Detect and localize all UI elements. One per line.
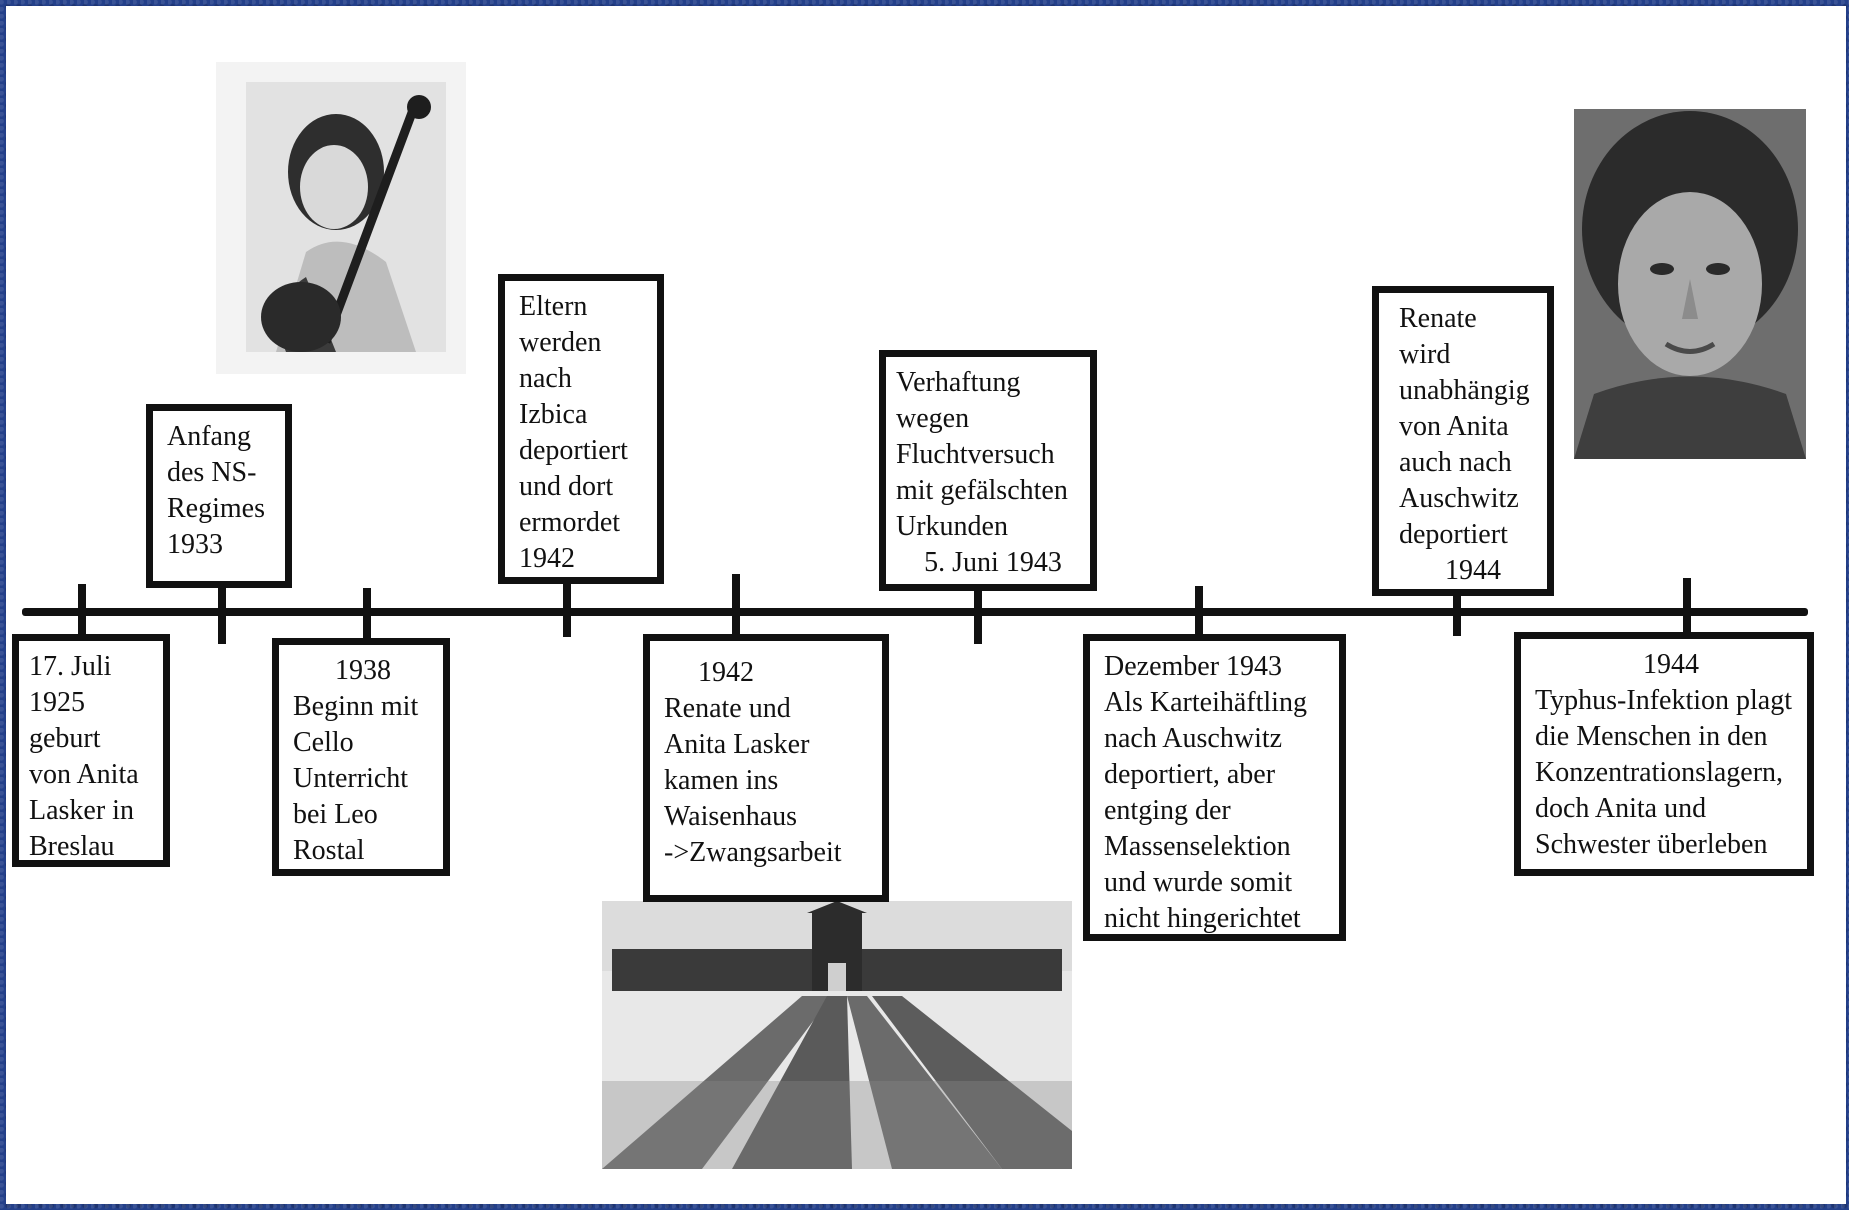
event-box-dezember: Dezember 1943 Als Karteihäftling nach Au… bbox=[1083, 634, 1346, 941]
event-text: Eltern werden nach Izbica deportiert und… bbox=[519, 291, 628, 574]
event-box-typhus: 1944 Typhus-Infektion plagt die Menschen… bbox=[1514, 632, 1814, 876]
timeline-axis bbox=[22, 608, 1808, 616]
event-box-cello: 1938 Beginn mit Cello Unterricht bei Leo… bbox=[272, 638, 450, 876]
tick-1944-renate bbox=[1453, 586, 1461, 636]
event-box-birth: 17. Juli 1925 geburt von Anita Lasker in… bbox=[12, 634, 170, 867]
tick-1943-dezember bbox=[1195, 586, 1203, 642]
event-date: 1938 bbox=[335, 655, 391, 686]
event-text: Verhaftung wegen Fluchtversuch mit gefäl… bbox=[896, 367, 1068, 542]
tick-1942-eltern bbox=[563, 581, 571, 637]
event-text: Renate und Anita Lasker kamen ins Waisen… bbox=[664, 693, 842, 868]
tick-1944-typhus bbox=[1683, 578, 1691, 638]
event-text: Beginn mit Cello Unterricht bei Leo Rost… bbox=[293, 691, 419, 866]
event-text: Anfang des NS- Regimes 1933 bbox=[167, 421, 265, 560]
tick-1938 bbox=[363, 588, 371, 646]
event-box-ns-regime: Anfang des NS- Regimes 1933 bbox=[146, 404, 292, 588]
event-box-renate: Renate wird unabhängig von Anita auch na… bbox=[1372, 286, 1554, 596]
event-box-eltern: Eltern werden nach Izbica deportiert und… bbox=[498, 274, 664, 584]
event-box-waisenhaus: 1942 Renate und Anita Lasker kamen ins W… bbox=[643, 634, 889, 902]
event-date: 1942 bbox=[698, 657, 754, 688]
event-text: 17. Juli 1925 geburt von Anita Lasker in… bbox=[29, 651, 139, 862]
timeline-canvas: 17. Juli 1925 geburt von Anita Lasker in… bbox=[6, 6, 1846, 1204]
event-text: Dezember 1943 Als Karteihäftling nach Au… bbox=[1104, 651, 1307, 934]
tick-1942-waisenhaus bbox=[732, 574, 740, 640]
tick-1933 bbox=[218, 586, 226, 644]
event-date: 1944 bbox=[1445, 555, 1501, 586]
portrait-photo bbox=[1574, 109, 1806, 459]
event-date: 1944 bbox=[1643, 649, 1699, 680]
event-date: 5. Juni 1943 bbox=[924, 547, 1062, 578]
cello-photo bbox=[216, 62, 466, 374]
event-box-verhaftung: Verhaftung wegen Fluchtversuch mit gefäl… bbox=[879, 350, 1097, 591]
event-text: Renate wird unabhängig von Anita auch na… bbox=[1399, 303, 1530, 550]
event-text: Typhus-Infektion plagt die Menschen in d… bbox=[1535, 685, 1792, 860]
auschwitz-photo bbox=[602, 901, 1072, 1169]
tick-1943-verhaftung bbox=[974, 584, 982, 644]
tick-1925 bbox=[78, 584, 86, 642]
